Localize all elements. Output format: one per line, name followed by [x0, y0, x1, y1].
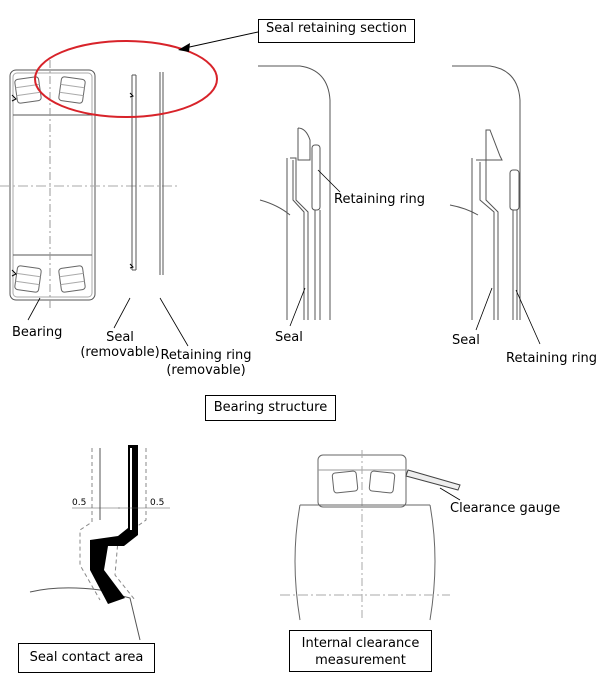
internal-clearance-line2: measurement [315, 653, 406, 668]
seal-detail-right [449, 65, 521, 320]
seal-contact-detail [29, 445, 170, 641]
seal-retaining-highlight [34, 40, 218, 118]
bearing-label: Bearing [12, 325, 63, 340]
retaining-ring-removable-line2: (removable) [166, 363, 246, 378]
bearing-cross-section [9, 60, 96, 310]
bearing-structure-label: Bearing structure [205, 395, 336, 421]
seal-right-label: Seal [452, 333, 480, 348]
seal-removable-line2: (removable) [80, 345, 160, 360]
seal-removable-label: Seal (removable) [80, 330, 160, 360]
seal-mid-label: Seal [275, 330, 303, 345]
retaining-ring-mid-label: Retaining ring [334, 192, 426, 207]
seal-contact-area-label: Seal contact area [18, 643, 155, 673]
retaining-ring-right-label: Retaining ring [506, 351, 598, 366]
gap-left-label: 0.5 [72, 498, 87, 508]
seal-detail-middle [258, 65, 331, 320]
clearance-measurement-detail [280, 450, 461, 621]
gap-right-label: 0.5 [150, 498, 165, 508]
seal-retaining-section-label: Seal retaining section [258, 19, 415, 43]
callout-arrow [178, 31, 259, 52]
leader-lines-left [27, 297, 189, 347]
leader-lines-right [475, 287, 541, 345]
retaining-ring-plate [159, 72, 164, 275]
internal-clearance-line1: Internal clearance [301, 636, 420, 651]
leader-lines-middle [289, 169, 341, 327]
seal-plate [129, 74, 137, 271]
retaining-ring-removable-line1: Retaining ring [160, 348, 252, 363]
seal-removable-line1: Seal [106, 330, 134, 345]
retaining-ring-removable-label: Retaining ring (removable) [158, 348, 254, 378]
internal-clearance-label: Internal clearance measurement [289, 630, 432, 672]
clearance-gauge-label: Clearance gauge [450, 501, 561, 516]
